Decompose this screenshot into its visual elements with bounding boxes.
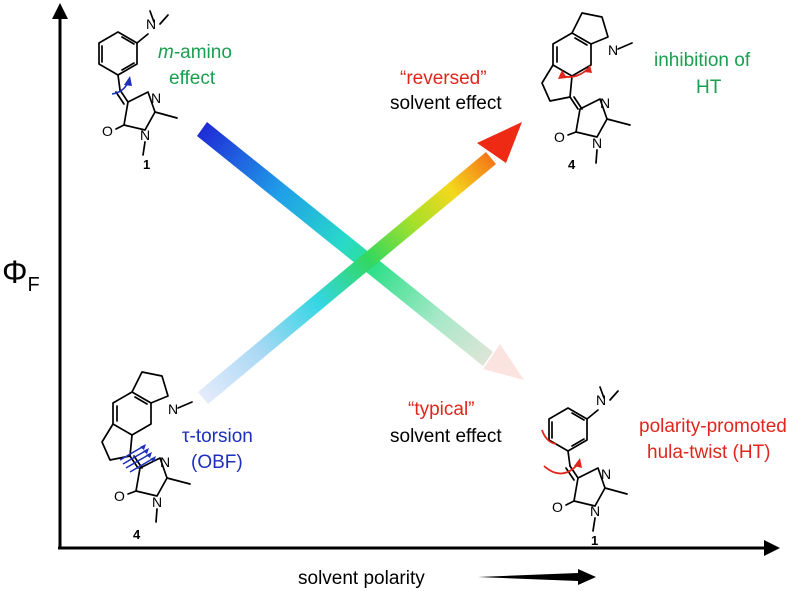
svg-text:N: N: [608, 42, 618, 58]
polarity-promoted-label: polarity-promoted: [639, 416, 787, 437]
svg-text:O: O: [552, 499, 563, 515]
inhibition-of-ht-label-line2: HT: [696, 77, 722, 98]
compound-4-bottom-left-number: 4: [133, 527, 141, 542]
y-axis: [52, 3, 68, 548]
svg-text:O: O: [554, 129, 565, 145]
svg-text:N: N: [601, 466, 611, 482]
svg-text:N: N: [160, 454, 170, 470]
compound-1-top-left-number: 1: [143, 157, 150, 172]
compound-1-bottom-right: N N N O: [541, 386, 628, 532]
compound-1-bottom-right-number: 1: [591, 533, 598, 548]
svg-text:N: N: [151, 90, 161, 106]
svg-text:N: N: [152, 494, 162, 510]
polarity-promoted-label-line2: hula-twist (HT): [647, 442, 771, 463]
y-axis-label: ΦF: [2, 254, 40, 296]
svg-text:N: N: [146, 16, 156, 32]
tau-torsion-label: τ-torsion: [182, 426, 253, 447]
compound-4-top-right-number: 4: [568, 157, 576, 172]
reversed-label-quote: “reversed”: [400, 68, 487, 89]
x-axis-label-wedge-arrow: [478, 569, 596, 585]
typical-label-line2: solvent effect: [390, 426, 502, 447]
svg-text:N: N: [140, 127, 150, 143]
compound-4-bottom-left: N N N O: [101, 371, 193, 523]
compound-1-top-left: N N N O: [98, 10, 178, 156]
obf-label: (OBF): [191, 452, 243, 473]
y-axis-arrowhead: [52, 3, 68, 19]
x-axis-arrowhead: [764, 540, 780, 556]
x-axis: [58, 540, 780, 556]
x-axis-label: solvent polarity: [298, 568, 425, 589]
increasing-gradient-arrow: [198, 122, 522, 404]
inhibition-of-ht-label: inhibition of: [654, 50, 751, 71]
svg-text:N: N: [600, 95, 610, 111]
compound-4-top-right: N N N O: [541, 12, 633, 164]
svg-text:O: O: [114, 488, 125, 504]
svg-text:N: N: [168, 401, 178, 417]
svg-text:N: N: [592, 135, 602, 151]
reversed-label-line2: solvent effect: [390, 93, 502, 114]
svg-text:O: O: [102, 123, 113, 139]
m-amino-effect-label-line2: effect: [169, 68, 216, 89]
m-amino-effect-label: m-amino: [158, 42, 232, 63]
decreasing-gradient-arrow: [197, 122, 524, 380]
typical-label-quote: “typical”: [408, 399, 475, 420]
svg-text:N: N: [590, 503, 600, 519]
svg-text:N: N: [596, 392, 606, 408]
